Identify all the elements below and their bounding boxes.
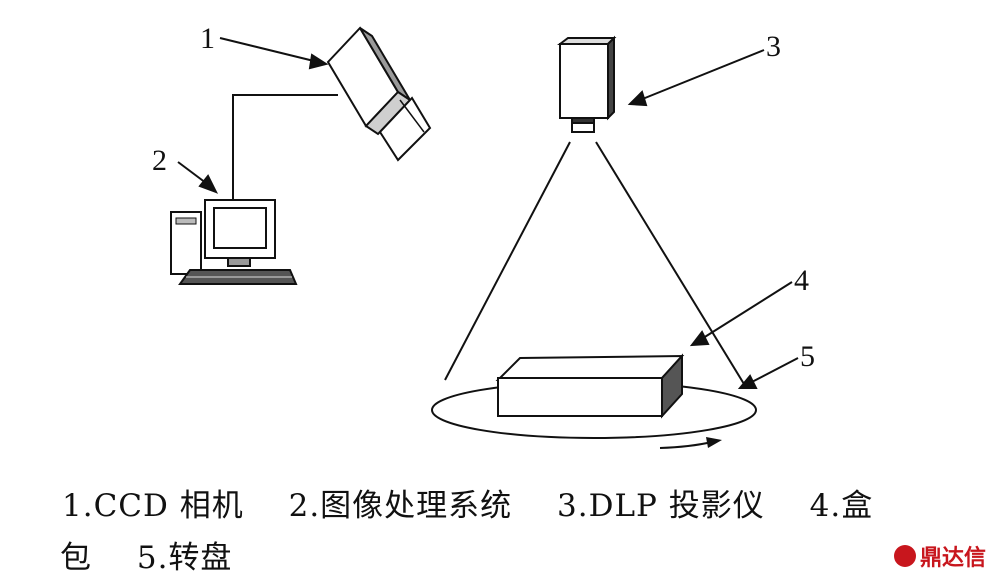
logo-icon <box>893 545 916 567</box>
label-3: 3 <box>766 30 781 63</box>
dlp-projector <box>557 35 617 133</box>
label-arrows <box>177 37 799 389</box>
rotation-arrow <box>659 441 713 449</box>
watermark-logo: 鼎达信 <box>893 540 986 572</box>
label-1: 1 <box>200 22 215 55</box>
label-5: 5 <box>800 340 815 373</box>
caption-item-3: 3.DLP 投影仪 <box>557 488 765 524</box>
caption-item-5: 5.转盘 <box>136 540 233 576</box>
watermark-text: 鼎达信 <box>919 546 986 571</box>
projection-line-left <box>444 141 571 381</box>
label-4: 4 <box>794 264 809 297</box>
projection-line-right <box>595 141 745 385</box>
ccd-camera <box>326 26 432 162</box>
label-2: 2 <box>152 144 167 177</box>
system-diagram: 1 2 3 4 5 <box>152 22 815 449</box>
caption-item-4a: 4.盒 <box>809 488 874 524</box>
box-package <box>495 353 685 419</box>
camera-cable <box>232 94 338 200</box>
caption-item-4b: 包 <box>60 540 92 576</box>
rotation-arrowhead <box>706 437 722 448</box>
caption-line-1: 1.CCD 相机 2.图像处理系统 3.DLP 投影仪 4.盒 <box>62 480 982 525</box>
caption-item-2: 2.图像处理系统 <box>288 488 513 524</box>
computer <box>170 199 298 285</box>
caption-item-1: 1.CCD 相机 <box>62 488 244 524</box>
caption-line-2: 包 5.转盘 <box>60 532 980 577</box>
